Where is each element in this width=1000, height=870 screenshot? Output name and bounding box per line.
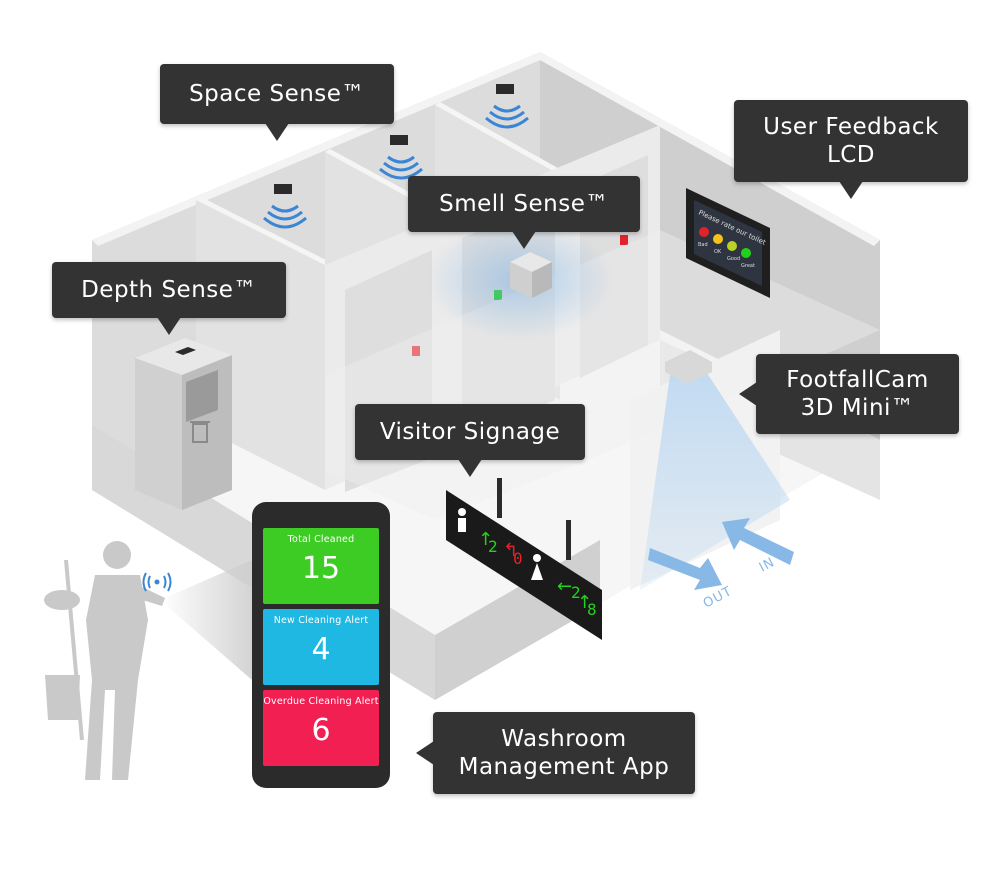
tile-overdue-cleaning-alert[interactable]: Overdue Cleaning Alert 6	[263, 690, 379, 766]
women-left-arrow: ←	[557, 576, 572, 597]
smell-sense-device-top	[510, 252, 552, 272]
callout-depth-sense: Depth Sense™	[52, 262, 286, 335]
feedback-rating-good: Good	[727, 256, 740, 262]
women-left-value: 2	[571, 583, 581, 602]
callout-space-sense-label: Space Sense™	[189, 81, 365, 107]
phone-signal-beam	[160, 560, 252, 680]
callout-smell-sense: Smell Sense™	[408, 176, 640, 249]
women-right-value: 8	[587, 600, 597, 619]
female-icon	[531, 554, 543, 580]
depth-sense-bin	[135, 338, 232, 510]
callout-visitor-signage: Visitor Signage	[355, 404, 585, 477]
door-1-indicator	[412, 346, 420, 356]
tile-overdue-cleaning-alert-label: Overdue Cleaning Alert	[263, 696, 379, 707]
visitor-signage: ↑ 2 ↰ 0 ← 2 ↑ 8	[446, 478, 602, 640]
in-label: IN	[757, 555, 778, 576]
wall-top-edge-right	[540, 52, 880, 246]
washroom-app-phone: Total Cleaned 15 New Cleaning Alert 4 Ov…	[252, 502, 390, 788]
callout-footfallcam-label: FootfallCam 3D Mini™	[786, 367, 929, 421]
callout-smell-sense-label: Smell Sense™	[439, 191, 609, 217]
footfallcam-device	[665, 350, 712, 384]
men-right-value: 0	[513, 549, 523, 568]
phone-signal-icon	[142, 572, 172, 592]
tile-new-cleaning-alert-label: New Cleaning Alert	[273, 615, 369, 626]
male-icon	[458, 508, 466, 532]
men-right-arrow: ↰	[503, 540, 518, 561]
out-label: OUT	[701, 584, 735, 612]
feedback-rating-bad: Bad	[698, 242, 708, 248]
cleaner-silhouette	[44, 541, 165, 780]
men-left-arrow: ↑	[478, 529, 493, 550]
tile-overdue-cleaning-alert-value: 6	[311, 713, 331, 748]
feedback-rating-ok: OK	[714, 249, 722, 255]
callout-washroom-app: Washroom Management App	[416, 712, 695, 794]
callout-user-feedback-label: User Feedback LCD	[763, 114, 939, 168]
trash-icon	[190, 421, 210, 443]
men-left-value: 2	[488, 537, 498, 556]
tile-new-cleaning-alert[interactable]: New Cleaning Alert 4	[263, 609, 379, 685]
tile-total-cleaned-label: Total Cleaned	[287, 534, 355, 545]
wall-top-edge	[92, 52, 545, 246]
space-sense-device-2	[379, 135, 423, 180]
partition-3-top	[435, 102, 565, 175]
tile-new-cleaning-alert-value: 4	[311, 632, 331, 667]
smell-sense-device-right	[532, 262, 552, 298]
partition-1-top	[196, 197, 330, 265]
footfallcam-beam	[640, 370, 790, 590]
smell-sense-device-left	[510, 262, 532, 298]
callout-space-sense: Space Sense™	[160, 64, 394, 141]
callout-depth-sense-label: Depth Sense™	[81, 277, 257, 303]
out-arrow	[648, 548, 722, 590]
callout-washroom-app-label: Washroom Management App	[458, 726, 670, 780]
door-3-indicator	[620, 235, 628, 245]
space-sense-device-1	[263, 184, 307, 229]
women-right-arrow: ↑	[577, 592, 592, 613]
callout-user-feedback: User Feedback LCD	[734, 100, 968, 199]
space-sense-device-3	[485, 84, 529, 129]
in-arrow	[722, 518, 794, 565]
tile-total-cleaned-value: 15	[301, 551, 341, 586]
callout-visitor-signage-label: Visitor Signage	[379, 419, 561, 445]
callout-footfallcam: FootfallCam 3D Mini™	[739, 354, 959, 434]
feedback-rating-great: Great	[741, 263, 755, 269]
user-feedback-lcd: Please rate our toilet Bad OK Good Great	[686, 188, 770, 298]
tile-total-cleaned[interactable]: Total Cleaned 15	[263, 528, 379, 604]
